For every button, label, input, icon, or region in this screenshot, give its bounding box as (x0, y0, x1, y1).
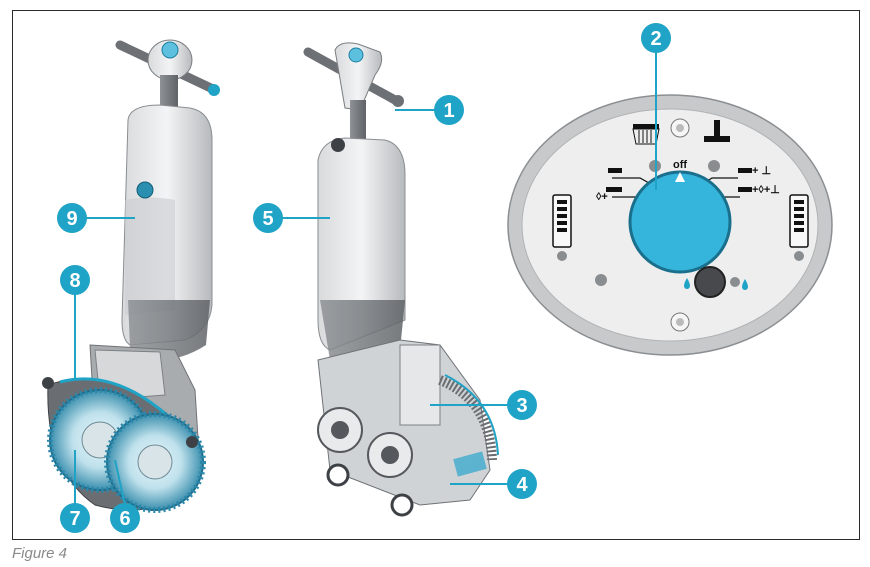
svg-text:+◊+⊥: +◊+⊥ (752, 184, 780, 196)
svg-text:5: 5 (262, 208, 273, 230)
callout-4: 4 (507, 469, 537, 499)
water-flow-button[interactable] (694, 266, 726, 298)
battery-gauge-icon (552, 194, 572, 261)
svg-text:+ ⊥: + ⊥ (752, 165, 771, 177)
callout-9: 9 (57, 203, 87, 233)
svg-text:7: 7 (69, 508, 80, 530)
control-panel: ◊+ + ⊥ +◊+⊥ off (507, 94, 833, 356)
callout-3: 3 (507, 390, 537, 420)
svg-text:2: 2 (650, 28, 661, 50)
off-label: off (673, 159, 687, 171)
svg-text:1: 1 (443, 100, 454, 122)
squeegee-icon (704, 120, 730, 142)
mode-dial[interactable] (628, 170, 732, 274)
callout-8: 8 (60, 265, 90, 295)
screw-icon (670, 118, 690, 138)
callout-6: 6 (110, 503, 140, 533)
figure-caption: Figure 4 (12, 545, 68, 562)
battery-gauge-icon (789, 194, 809, 261)
screw-icon (670, 312, 690, 332)
brush-rear (104, 411, 206, 513)
callout-5: 5 (253, 203, 283, 233)
svg-text:3: 3 (516, 395, 527, 417)
svg-text:4: 4 (516, 474, 528, 496)
svg-text:6: 6 (119, 508, 130, 530)
leader-lines (74, 52, 657, 506)
water-drop-icon (684, 278, 690, 289)
callout-7: 7 (60, 503, 90, 533)
svg-text:8: 8 (69, 270, 80, 292)
machine-side-view (303, 42, 499, 517)
water-drop-icon (742, 279, 748, 290)
machine-rear-view (42, 39, 220, 513)
svg-text:9: 9 (66, 208, 77, 230)
callout-2: 2 (641, 23, 671, 53)
callout-1: 1 (434, 95, 464, 125)
svg-text:◊+: ◊+ (596, 191, 608, 203)
